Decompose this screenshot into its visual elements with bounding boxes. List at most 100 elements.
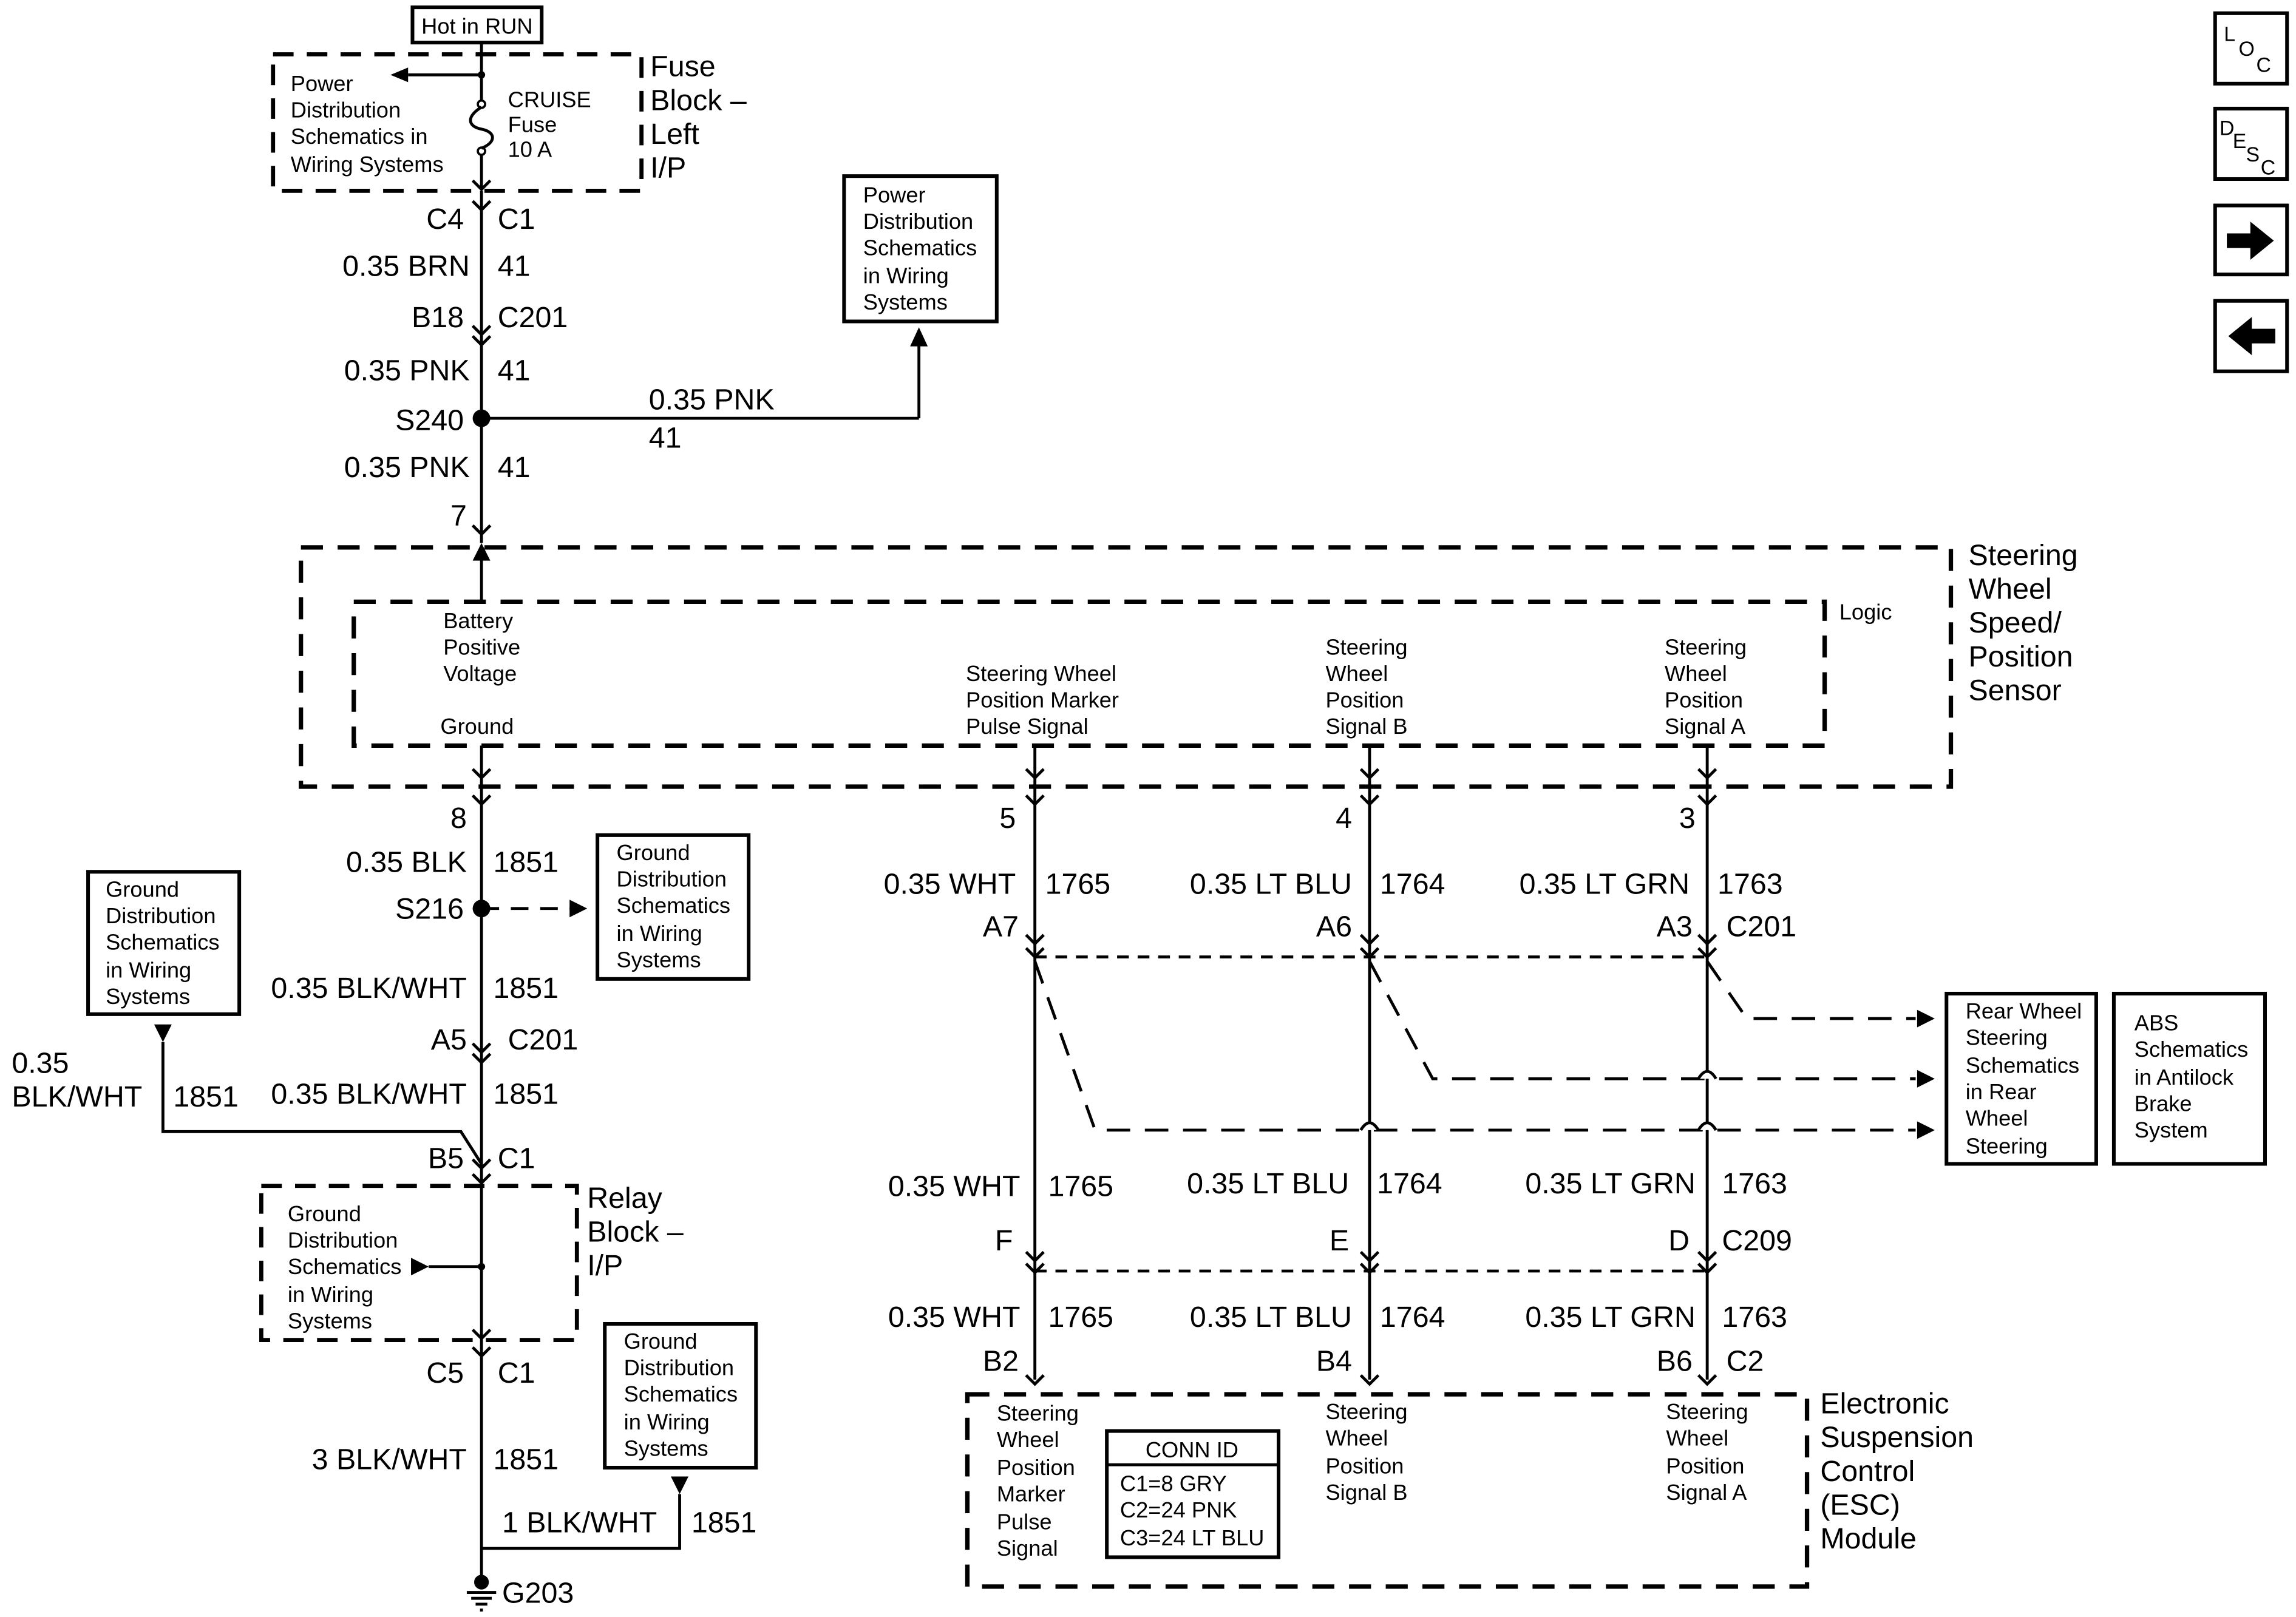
sensor-outline — [299, 545, 1954, 789]
svg-text:Block –: Block – — [587, 1216, 684, 1249]
svg-text:Systems: Systems — [617, 947, 701, 972]
svg-text:Sensor: Sensor — [1969, 674, 2062, 707]
svg-text:Positive: Positive — [443, 634, 520, 659]
svg-text:in Wiring: in Wiring — [288, 1282, 373, 1307]
svg-text:in Wiring: in Wiring — [617, 921, 702, 946]
desc-button[interactable]: D E S C — [2213, 106, 2289, 181]
esc-signal-b-label: Steering Wheel Position Signal B — [1325, 1399, 1407, 1505]
svg-text:System: System — [2135, 1117, 2208, 1142]
esc-title: Electronic Suspension Control (ESC) Modu… — [1820, 1388, 1974, 1555]
connector-b4: B4 — [1316, 1344, 1352, 1377]
ground-dist-ref-2-box[interactable] — [86, 870, 242, 1016]
abs-ref-box[interactable] — [2111, 991, 2267, 1166]
svg-text:C2=24 PNK: C2=24 PNK — [1120, 1497, 1237, 1522]
svg-text:Distribution: Distribution — [624, 1355, 734, 1380]
arrow-up-icon-batt — [472, 543, 491, 561]
svg-text:Power: Power — [291, 71, 353, 96]
svg-text:Systems: Systems — [624, 1436, 708, 1461]
svg-text:Steering: Steering — [1666, 1399, 1748, 1424]
connector-c1b: C1 — [498, 1142, 535, 1175]
svg-text:Distribution: Distribution — [617, 866, 727, 891]
svg-text:(ESC): (ESC) — [1820, 1488, 1900, 1521]
svg-text:Pulse Signal: Pulse Signal — [966, 714, 1089, 739]
svg-text:Schematics: Schematics — [288, 1254, 401, 1279]
connector-c4: C4 — [426, 203, 464, 236]
pin-3: 3 — [1679, 802, 1696, 835]
svg-text:Schematics: Schematics — [2135, 1037, 2248, 1062]
svg-text:Steering: Steering — [1325, 1399, 1407, 1424]
wire-pnk1: 0.35 PNK — [344, 354, 470, 387]
conn-id-title: CONN ID — [1146, 1437, 1238, 1462]
svg-text:Steering: Steering — [1969, 539, 2078, 572]
svg-text:Wheel: Wheel — [1665, 661, 1727, 686]
circuit-1851b: 1851 — [493, 972, 559, 1005]
arrow-right-icon-rear-2 — [1917, 1070, 1935, 1088]
svg-text:Wheel: Wheel — [1666, 1426, 1728, 1451]
svg-text:Position: Position — [1666, 1454, 1744, 1479]
wire-bw1: 0.35 BLK/WHT — [271, 972, 467, 1005]
rear-wheel-ref-box[interactable] — [1944, 991, 2098, 1166]
power-distribution-ref-2-box[interactable] — [842, 174, 999, 324]
ground-dist-ref-1-box[interactable] — [596, 833, 751, 981]
connector-a3: A3 — [1657, 910, 1693, 943]
arrow-right-icon-nav — [2227, 222, 2274, 260]
svg-text:Distribution: Distribution — [291, 97, 401, 122]
loc-button[interactable]: L O C — [2213, 11, 2289, 86]
circuit-1851d: 1851 — [493, 1077, 559, 1110]
svg-text:Schematics: Schematics — [624, 1381, 738, 1406]
prev-button[interactable] — [2213, 299, 2289, 373]
next-button[interactable] — [2213, 203, 2289, 277]
ground-dist-ref-relay[interactable]: Ground Distribution Schematics in Wiring… — [288, 1201, 401, 1334]
svg-text:Wheel: Wheel — [997, 1427, 1059, 1452]
connector-c201c: C201 — [1727, 910, 1797, 943]
svg-text:E: E — [2233, 130, 2247, 153]
ground-dist-ref-3-box[interactable] — [603, 1322, 758, 1470]
svg-text:C3=24 LT BLU: C3=24 LT BLU — [1120, 1525, 1265, 1550]
arrow-down-icon-gd2 — [154, 1024, 172, 1042]
svg-text:in Wiring: in Wiring — [624, 1409, 710, 1434]
svg-text:in Rear: in Rear — [1966, 1079, 2037, 1104]
circuit-1765-2: 1765 — [1048, 1170, 1113, 1203]
svg-text:Signal B: Signal B — [1325, 1480, 1407, 1505]
pin-7: 7 — [450, 500, 467, 532]
connector-b2: B2 — [983, 1344, 1019, 1377]
circuit-1851f: 1851 — [691, 1506, 757, 1539]
svg-text:Signal A: Signal A — [1665, 714, 1746, 739]
svg-text:Steering: Steering — [1966, 1134, 2048, 1159]
connector-c201b: C201 — [508, 1023, 579, 1056]
circuit-1763-1: 1763 — [1717, 868, 1783, 901]
svg-text:Position: Position — [1665, 687, 1743, 712]
svg-text:Module: Module — [1820, 1522, 1917, 1555]
svg-text:Ground: Ground — [624, 1329, 698, 1354]
circuit-1851c: 1851 — [173, 1080, 239, 1113]
svg-text:Steering: Steering — [1325, 634, 1407, 659]
svg-text:Wheel: Wheel — [1325, 661, 1388, 686]
power-distribution-ref-2[interactable]: Power Distribution Schematics in Wiring … — [863, 183, 977, 315]
power-distribution-ref-1[interactable]: Power Distribution Schematics in Wiring … — [291, 71, 444, 177]
svg-text:in Antilock: in Antilock — [2135, 1065, 2234, 1090]
svg-text:Steering: Steering — [1665, 634, 1747, 659]
svg-text:C: C — [2256, 53, 2271, 76]
svg-text:Steering Wheel: Steering Wheel — [966, 661, 1116, 686]
sensor-title: Steering Wheel Speed/ Position Sensor — [1969, 539, 2078, 707]
ground-dist-ref-1[interactable]: Ground Distribution Schematics in Wiring… — [617, 840, 730, 972]
connector-c1: C1 — [498, 203, 535, 236]
svg-text:Steering: Steering — [997, 1401, 1079, 1426]
wire-ltgrn-2: 0.35 LT GRN — [1525, 1167, 1695, 1200]
rear-wheel-steering-ref[interactable]: Rear Wheel Steering Schematics in Rear W… — [1966, 998, 2082, 1158]
connector-c201a: C201 — [498, 301, 568, 334]
fuse-block-outline — [271, 52, 644, 193]
splice-s216-label: S216 — [395, 893, 464, 926]
svg-text:Distribution: Distribution — [288, 1227, 398, 1252]
wire-blk: 0.35 BLK — [346, 846, 467, 878]
ground-dist-ref-2[interactable]: Ground Distribution Schematics in Wiring… — [106, 876, 219, 1009]
arrow-right-icon-rear-3 — [1917, 1121, 1935, 1139]
svg-text:Schematics: Schematics — [106, 929, 219, 954]
svg-text:I/P: I/P — [587, 1249, 623, 1282]
arrow-right-icon-relay — [411, 1258, 429, 1276]
abs-schematics-ref[interactable]: ABS Schematics in Antilock Brake System — [2135, 1010, 2248, 1142]
svg-text:in Wiring: in Wiring — [106, 957, 191, 982]
esc-signal-a-label: Steering Wheel Position Signal A — [1666, 1399, 1748, 1505]
ground-dist-ref-3[interactable]: Ground Distribution Schematics in Wiring… — [624, 1329, 738, 1461]
svg-text:C: C — [2261, 157, 2275, 180]
